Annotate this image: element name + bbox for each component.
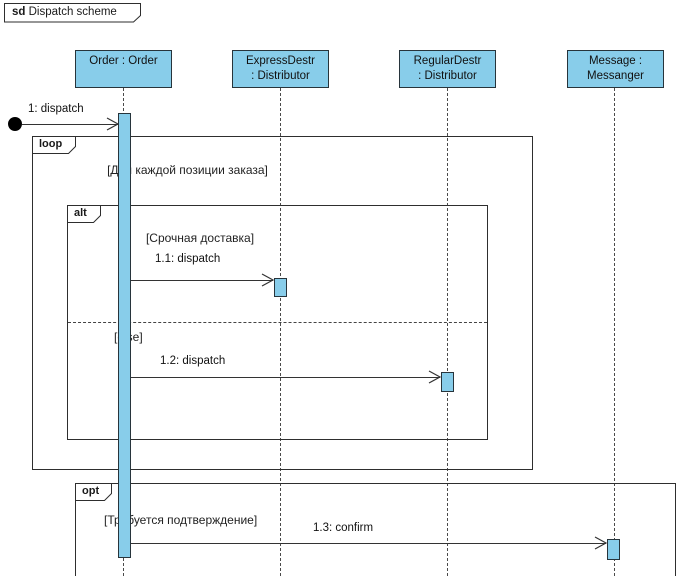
opt-fragment-frame[interactable] <box>75 483 676 576</box>
alt-guard-text: [Срочная доставка] <box>145 231 255 245</box>
loop-fragment-frame[interactable] <box>32 136 533 470</box>
message-1-label[interactable]: 1: dispatch <box>28 103 84 115</box>
operator-text: opt <box>82 485 100 497</box>
lifeline-express-destr[interactable] <box>280 88 281 576</box>
message-1-3-label[interactable]: 1.3: confirm <box>313 522 374 534</box>
open-arrowhead-icon <box>106 117 119 131</box>
lifeline-head-order[interactable]: Order : Order <box>75 50 172 88</box>
activation-regular-destr[interactable] <box>441 372 454 392</box>
operator-text: alt <box>74 207 87 219</box>
open-arrowhead-icon <box>261 273 274 287</box>
operator-text: loop <box>39 138 63 150</box>
diagram-keyword: sd <box>12 6 26 18</box>
lifeline-label: : Distributor <box>251 70 310 82</box>
loop-operator-label[interactable]: loop <box>32 136 76 154</box>
lifeline-head-express-destr[interactable]: ExpressDestr : Distributor <box>232 50 329 88</box>
diagram-title: sd Dispatch scheme <box>12 6 117 18</box>
diagram-title-tab[interactable]: sd Dispatch scheme <box>4 3 142 23</box>
operator-pentagon-icon <box>67 205 101 223</box>
message-1-2-line[interactable] <box>131 377 440 378</box>
message-1-line[interactable] <box>22 124 118 125</box>
lifeline-head-regular-destr[interactable]: RegularDestr : Distributor <box>399 50 496 88</box>
message-1-2-label[interactable]: 1.2: dispatch <box>160 355 226 367</box>
message-1-1-label[interactable]: 1.1: dispatch <box>155 253 221 265</box>
message-1-1-line[interactable] <box>131 280 273 281</box>
lifeline-label: RegularDestr <box>413 55 482 67</box>
alt-else-divider <box>68 322 487 323</box>
operator-pentagon-icon <box>75 483 112 501</box>
activation-messanger[interactable] <box>607 539 620 560</box>
alt-fragment-frame[interactable] <box>67 205 488 440</box>
lifeline-label: Messanger <box>587 70 644 82</box>
lifeline-label: Order : Order <box>89 55 158 67</box>
lifeline-head-messanger[interactable]: Message : Messanger <box>567 50 664 88</box>
message-1-3-line[interactable] <box>131 543 606 544</box>
lifeline-label: Message : <box>588 55 643 67</box>
opt-operator-label[interactable]: opt <box>75 483 112 501</box>
open-arrowhead-icon <box>594 536 607 550</box>
opt-guard-text: [Требуется подтверждение] <box>104 513 258 527</box>
operator-pentagon-icon <box>32 136 76 154</box>
found-message-circle[interactable] <box>8 117 22 131</box>
loop-guard-text: [Для каждой позиции заказа] <box>107 163 268 177</box>
lifeline-label: : Distributor <box>418 70 477 82</box>
alt-operator-label[interactable]: alt <box>67 205 101 223</box>
open-arrowhead-icon <box>428 370 441 384</box>
lifeline-regular-destr[interactable] <box>447 88 448 576</box>
activation-order[interactable] <box>118 113 131 558</box>
lifeline-messanger[interactable] <box>614 88 615 576</box>
title-tab-pentagon-icon <box>4 3 141 23</box>
activation-express-destr[interactable] <box>274 278 287 297</box>
diagram-title-text: Dispatch scheme <box>28 6 117 18</box>
lifeline-label: ExpressDestr <box>245 55 316 67</box>
